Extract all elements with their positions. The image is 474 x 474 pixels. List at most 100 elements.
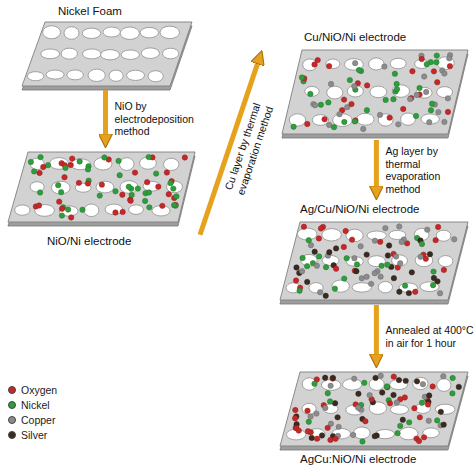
atom-dot bbox=[397, 289, 402, 294]
atom-dot bbox=[117, 173, 122, 178]
atom-dot bbox=[132, 170, 137, 175]
atom-dot bbox=[327, 399, 332, 404]
legend-text: Silver bbox=[21, 429, 47, 441]
atom-dot bbox=[447, 63, 452, 68]
stage-label: Ag/Cu/NiO/Ni electrode bbox=[300, 202, 420, 216]
foam-pore bbox=[167, 181, 183, 193]
atom-dot bbox=[293, 407, 298, 412]
foam-pore bbox=[326, 59, 340, 69]
atom-dot bbox=[441, 373, 446, 378]
atom-dot bbox=[332, 401, 337, 406]
atom-dot bbox=[309, 435, 314, 440]
atom-dot bbox=[312, 249, 317, 254]
atom-dot bbox=[354, 262, 359, 267]
atom-dot bbox=[59, 206, 64, 211]
foam-surface bbox=[22, 22, 192, 86]
atom-dot bbox=[55, 182, 60, 187]
atom-dot bbox=[128, 198, 133, 203]
atom-dot bbox=[378, 373, 383, 378]
foam-pore bbox=[392, 85, 409, 98]
atom-dot bbox=[385, 253, 390, 258]
atom-dot bbox=[160, 203, 165, 208]
atom-dot bbox=[327, 249, 332, 254]
atom-dot bbox=[333, 436, 338, 441]
atom-dot bbox=[412, 406, 417, 411]
atom-dot bbox=[305, 429, 310, 434]
legend-row: Silver bbox=[8, 427, 57, 442]
atom-dot bbox=[428, 108, 433, 113]
atom-dot bbox=[314, 411, 319, 416]
foam-sheet bbox=[280, 222, 468, 304]
atom-dot bbox=[421, 74, 426, 79]
foam-pore bbox=[120, 27, 139, 39]
atom-dot bbox=[306, 419, 311, 424]
foam-pore bbox=[129, 205, 144, 214]
atom-dot bbox=[354, 268, 359, 273]
atom-dot bbox=[441, 267, 446, 272]
atom-dot bbox=[102, 155, 107, 160]
atom-dot bbox=[367, 392, 372, 397]
atom-dot bbox=[427, 252, 432, 257]
atom-dot bbox=[387, 115, 392, 120]
atom-dot bbox=[430, 283, 435, 288]
foam-pore bbox=[164, 158, 179, 170]
atom-dot bbox=[434, 53, 439, 58]
atom-dot bbox=[352, 376, 357, 381]
atom-dot bbox=[359, 276, 364, 281]
atom-dot bbox=[394, 400, 399, 405]
atom-dot bbox=[97, 193, 102, 198]
legend-row: Nickel bbox=[8, 397, 57, 412]
foam-pore bbox=[140, 27, 158, 37]
atom-dot bbox=[368, 281, 373, 286]
atom-dot bbox=[37, 170, 42, 175]
atom-dot bbox=[153, 171, 158, 176]
atom-dot bbox=[356, 391, 361, 396]
foam-pore bbox=[401, 113, 416, 125]
atom-dot bbox=[326, 63, 331, 68]
atom-dot bbox=[297, 288, 302, 293]
atom-dot bbox=[291, 124, 296, 129]
legend-swatch bbox=[8, 431, 16, 439]
atom-dot bbox=[341, 244, 346, 249]
atom-dot bbox=[385, 262, 390, 267]
atom-dot bbox=[65, 207, 70, 212]
foam-pore bbox=[437, 379, 451, 392]
atom-dot bbox=[116, 158, 121, 163]
legend: OxygenNickelCopperSilver bbox=[8, 382, 57, 442]
foam-pore bbox=[141, 48, 159, 59]
atom-dot bbox=[306, 238, 311, 243]
foam-pore bbox=[332, 280, 350, 292]
atom-dot bbox=[383, 225, 388, 230]
atom-dot bbox=[427, 119, 432, 124]
foam-pore bbox=[43, 26, 61, 39]
atom-dot bbox=[85, 167, 90, 172]
process-arrow bbox=[374, 140, 379, 190]
atom-dot bbox=[442, 71, 447, 76]
atom-dot bbox=[445, 96, 450, 101]
atom-dot bbox=[382, 64, 387, 69]
atom-dot bbox=[407, 420, 412, 425]
atom-dot bbox=[391, 275, 396, 280]
foam-pore bbox=[413, 377, 428, 389]
atom-dot bbox=[69, 156, 74, 161]
atom-dot bbox=[300, 255, 305, 260]
atom-dot bbox=[318, 102, 323, 107]
atom-dot bbox=[76, 180, 81, 185]
atom-dot bbox=[156, 184, 161, 189]
stage-label: NiO/Ni electrode bbox=[47, 234, 131, 248]
atom-dot bbox=[317, 290, 322, 295]
atom-dot bbox=[417, 415, 422, 420]
foam-pore bbox=[148, 71, 163, 82]
atom-dot bbox=[364, 274, 369, 279]
atom-dot bbox=[312, 381, 317, 386]
atom-dot bbox=[57, 199, 62, 204]
atom-dot bbox=[328, 81, 333, 86]
atom-dot bbox=[401, 106, 406, 111]
atom-dot bbox=[356, 67, 361, 72]
atom-dot bbox=[419, 56, 424, 61]
legend-text: Copper bbox=[21, 414, 55, 426]
atom-dot bbox=[315, 57, 320, 62]
atom-dot bbox=[304, 279, 309, 284]
foam-pore bbox=[101, 50, 120, 60]
